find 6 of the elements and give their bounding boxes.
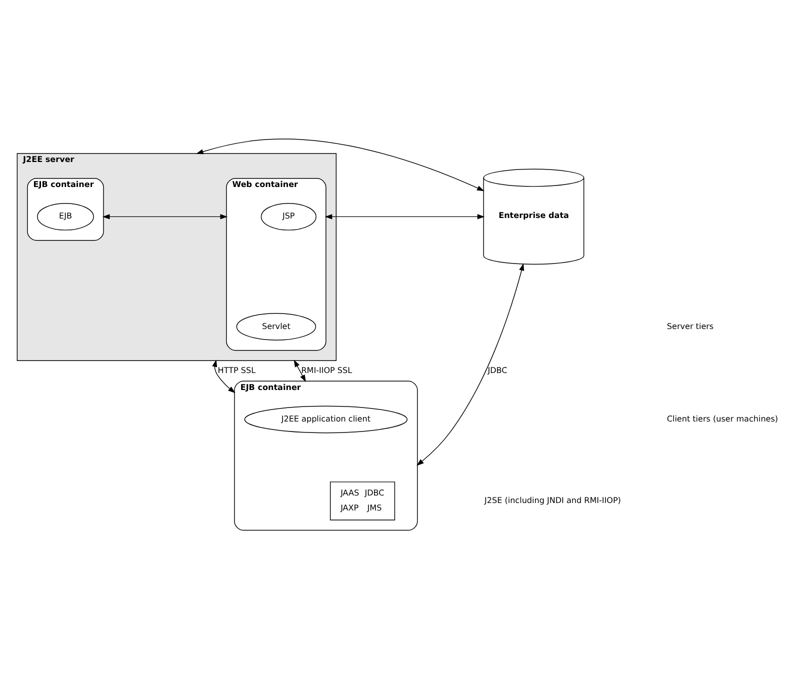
arrow <box>212 359 236 393</box>
arrow <box>324 214 485 219</box>
arrow <box>102 214 228 219</box>
arrow <box>294 359 306 382</box>
arrow <box>196 138 484 191</box>
arrow <box>416 262 524 466</box>
